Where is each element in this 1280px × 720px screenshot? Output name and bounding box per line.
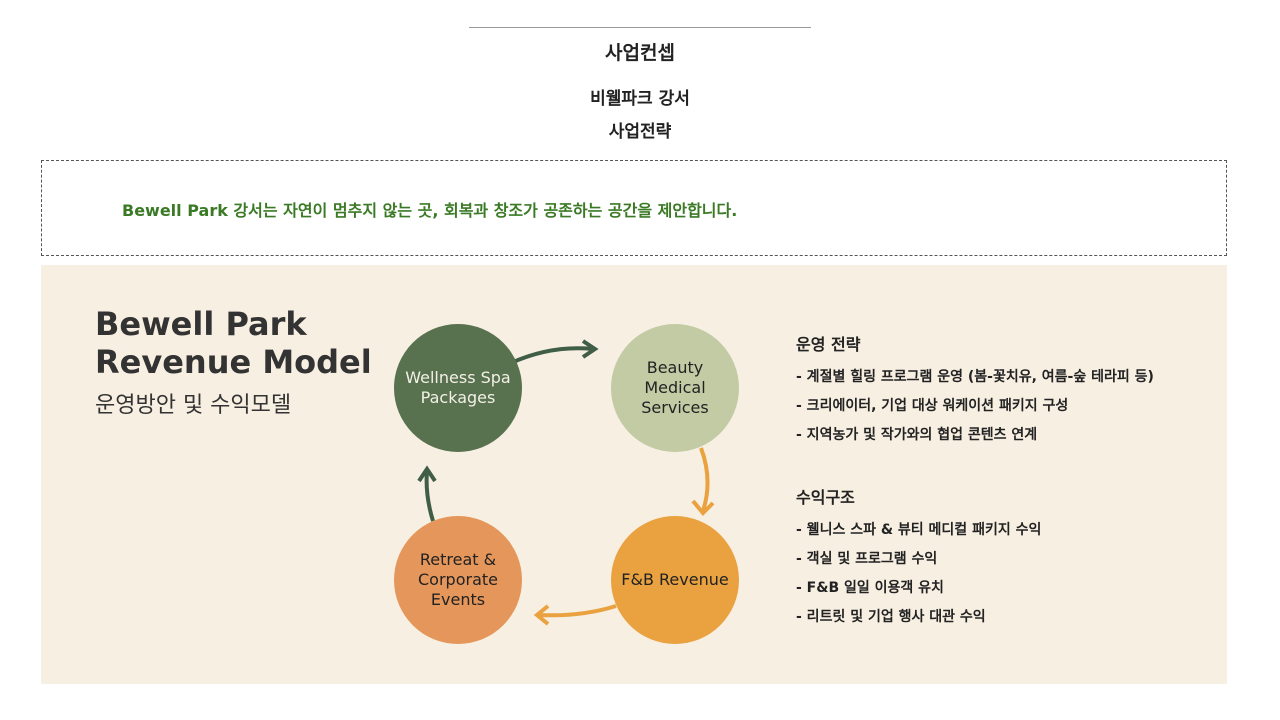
strategy-item: - 크리에이터, 기업 대상 워케이션 패키지 구성	[796, 398, 1069, 414]
page-title: 사업컨셉	[605, 42, 675, 64]
cycle-arrows	[417, 339, 715, 626]
revenue-item: - 리트릿 및 기업 행사 대관 수익	[796, 609, 986, 625]
tagline: Bewell Park 강서는 자연이 멈추지 않는 곳, 회복과 창조가 공존…	[122, 201, 738, 220]
arrowhead-1	[581, 339, 599, 359]
page-subtitle-strategy: 사업전략	[608, 122, 672, 142]
arrowhead-4	[417, 465, 437, 483]
revenue-section: 수익구조 - 웰니스 스파 & 뷰티 메디컬 패키지 수익 - 객실 및 프로그…	[796, 484, 1041, 632]
model-subtitle: 운영방안 및 수익모델	[95, 393, 292, 418]
revenue-model-panel: Bewell Park Revenue Model 운영방안 및 수익모델 We…	[41, 265, 1227, 684]
arrow-wellness-to-beauty	[510, 346, 594, 365]
revenue-heading: 수익구조	[796, 488, 855, 507]
revenue-item: - F&B 일일 이용객 유치	[796, 580, 944, 596]
arrow-fb-to-retreat	[538, 604, 617, 618]
model-title-line2: Revenue Model	[95, 343, 372, 381]
circle-wellness-spa: Wellness Spa Packages	[394, 324, 522, 452]
arrow-retreat-to-wellness	[424, 470, 435, 522]
circle-retreat-events: Retreat & Corporate Events	[394, 516, 522, 644]
circle-fb-revenue: F&B Revenue	[611, 516, 739, 644]
revenue-item: - 웰니스 스파 & 뷰티 메디컬 패키지 수익	[796, 522, 1042, 538]
model-title-line1: Bewell Park	[95, 305, 307, 343]
page-subtitle: 비웰파크 강서	[590, 89, 690, 109]
divider	[469, 27, 811, 28]
model-title: Bewell Park Revenue Model	[95, 305, 372, 381]
arrow-beauty-to-fb	[699, 447, 710, 512]
strategy-item: - 계절별 힐링 프로그램 운영 (봄-꽃치유, 여름-숲 테라피 등)	[796, 369, 1154, 385]
strategy-section: 운영 전략 - 계절별 힐링 프로그램 운영 (봄-꽃치유, 여름-숲 테라피 …	[796, 331, 1154, 450]
arrowhead-3	[533, 604, 550, 626]
circle-beauty-medical: Beauty Medical Services	[611, 324, 739, 452]
tagline-box: Bewell Park 강서는 자연이 멈추지 않는 곳, 회복과 창조가 공존…	[41, 160, 1227, 256]
strategy-heading: 운영 전략	[796, 335, 861, 354]
strategy-item: - 지역농가 및 작가와의 협업 콘텐츠 연계	[796, 427, 1038, 443]
revenue-item: - 객실 및 프로그램 수익	[796, 551, 938, 567]
arrowhead-2	[691, 499, 715, 516]
